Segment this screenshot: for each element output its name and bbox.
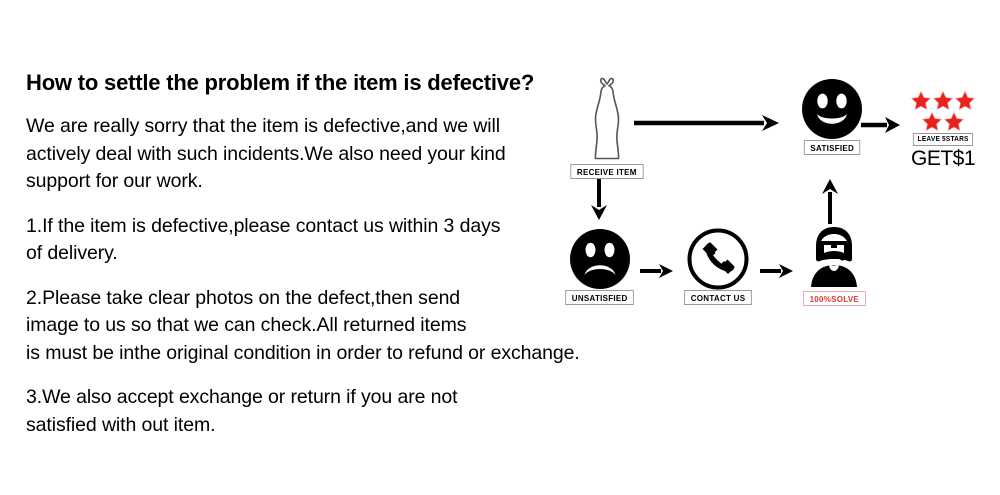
star-icon bbox=[943, 111, 965, 132]
flow-node-reward: LEAVE 5STARS GET$1 bbox=[906, 90, 980, 170]
text-line: is must be inthe original condition in o… bbox=[26, 341, 580, 364]
flow-node-satisfied: SATISFIED bbox=[801, 78, 863, 155]
arrow-contact-to-solve-icon bbox=[760, 262, 794, 285]
flow-node-label: 100%SOLVE bbox=[802, 291, 866, 306]
flow-node-label: SATISFIED bbox=[803, 140, 861, 155]
policy-text-column: How to settle the problem if the item is… bbox=[26, 70, 666, 439]
text-line: 3.We also accept exchange or return if y… bbox=[26, 386, 458, 408]
text-line: 2.Please take clear photos on the defect… bbox=[26, 286, 461, 309]
text-line: We are really sorry that the item is def… bbox=[26, 115, 500, 137]
flow-node-label: RECEIVE ITEM bbox=[570, 164, 644, 179]
dress-icon bbox=[587, 76, 627, 164]
text-line: actively deal with such incidents.We als… bbox=[26, 142, 506, 165]
arrow-satisfied-to-reward-icon bbox=[861, 116, 901, 139]
text-line: of delivery. bbox=[26, 242, 118, 264]
support-agent-icon bbox=[803, 225, 865, 291]
star-icon bbox=[921, 111, 943, 132]
text-line: image to us so that we can check.All ret… bbox=[26, 314, 467, 336]
flow-node-solve: 100%SOLVE bbox=[801, 225, 868, 306]
flow-node-receive-item: RECEIVE ITEM bbox=[568, 76, 646, 179]
phone-circle-icon bbox=[687, 228, 749, 290]
paragraph-point-3: 3.We also accept exchange or return if y… bbox=[26, 384, 666, 439]
star-row-bottom bbox=[921, 111, 965, 132]
star-icon bbox=[932, 90, 954, 111]
arrow-unsatisfied-to-contact-icon bbox=[640, 262, 674, 285]
star-icon bbox=[910, 90, 932, 111]
page-title: How to settle the problem if the item is… bbox=[26, 70, 535, 95]
smiley-face-icon bbox=[801, 78, 863, 140]
flow-node-label: UNSATISFIED bbox=[565, 290, 635, 305]
arrow-receive-to-satisfied-icon bbox=[634, 114, 780, 137]
return-process-flowchart: RECEIVE ITEM SATISFIED LEAVE bbox=[548, 76, 1000, 338]
text-line: satisfied with out item. bbox=[26, 413, 216, 436]
paragraph-apology: We are really sorry that the item is def… bbox=[26, 113, 666, 196]
five-stars-icon bbox=[906, 90, 980, 132]
star-icon bbox=[954, 90, 976, 111]
arrow-receive-to-unsatisfied-icon bbox=[590, 179, 608, 226]
flow-node-unsatisfied: UNSATISFIED bbox=[563, 228, 636, 305]
text-line: 1.If the item is defective,please contac… bbox=[26, 214, 501, 237]
star-row-top bbox=[910, 90, 976, 111]
reward-amount-text: GET$1 bbox=[910, 147, 976, 170]
paragraph-point-2: 2.Please take clear photos on the defect… bbox=[26, 285, 666, 368]
arrow-solve-to-satisfied-icon bbox=[821, 178, 839, 229]
flow-node-label: LEAVE 5STARS bbox=[912, 133, 974, 146]
sad-face-icon bbox=[569, 228, 631, 290]
flow-node-label: CONTACT US bbox=[684, 290, 752, 305]
flow-node-contact-us: CONTACT US bbox=[682, 228, 754, 305]
text-line: support for our work. bbox=[26, 170, 203, 192]
paragraph-point-1: 1.If the item is defective,please contac… bbox=[26, 213, 666, 268]
